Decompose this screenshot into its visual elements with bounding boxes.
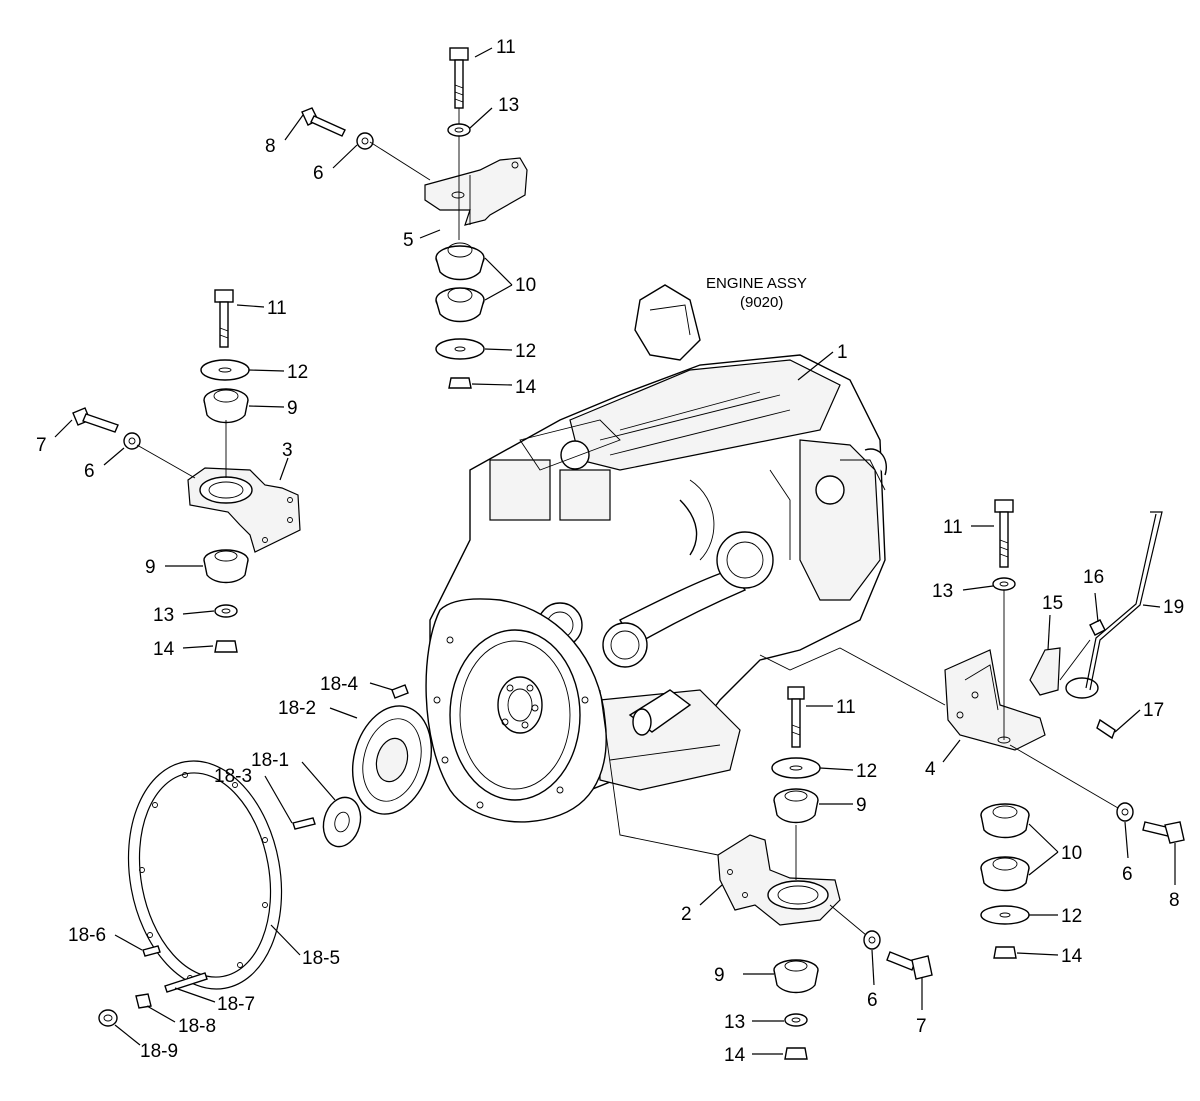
- callout-10: 10: [515, 275, 536, 296]
- callout-leaders: [54, 47, 1176, 1055]
- callout-9: 9: [714, 965, 725, 986]
- coupling-group: [98, 684, 433, 1027]
- callout-18-9: 18-9: [140, 1041, 178, 1062]
- callout-7: 7: [916, 1016, 927, 1037]
- callout-8: 8: [1169, 890, 1180, 911]
- callout-18-3: 18-3: [214, 766, 252, 787]
- callout-14: 14: [153, 639, 175, 660]
- callout-14: 14: [515, 377, 537, 398]
- callout-18-4: 18-4: [320, 674, 358, 695]
- callout-13: 13: [932, 581, 953, 602]
- callout-labels: 11 13 8 6 5 10 12 14 1 11 12 9 7 6 3 9 1…: [36, 37, 1184, 1066]
- callout-11: 11: [496, 37, 516, 58]
- callout-5: 5: [403, 230, 414, 251]
- callout-12: 12: [1061, 906, 1082, 927]
- callout-18-8: 18-8: [178, 1016, 216, 1037]
- callout-3: 3: [282, 440, 293, 461]
- callout-18-6: 18-6: [68, 925, 106, 946]
- engine-assy-title: ENGINE ASSY: [706, 275, 807, 292]
- callout-9: 9: [856, 795, 867, 816]
- engine-assembly: [425, 284, 887, 823]
- callout-8: 8: [265, 136, 276, 157]
- callout-11: 11: [836, 697, 856, 718]
- callout-18-5: 18-5: [302, 948, 340, 969]
- callout-13: 13: [498, 95, 519, 116]
- callout-7: 7: [36, 435, 47, 456]
- callout-6: 6: [84, 461, 95, 482]
- engine-assy-code: (9020): [740, 294, 783, 311]
- callout-9: 9: [145, 557, 156, 578]
- right-mount-group: [759, 499, 1185, 959]
- callout-6: 6: [867, 990, 878, 1011]
- callout-17: 17: [1143, 700, 1164, 721]
- callout-10: 10: [1061, 843, 1082, 864]
- callout-14: 14: [724, 1045, 746, 1066]
- callout-6: 6: [1122, 864, 1133, 885]
- callout-13: 13: [724, 1012, 745, 1033]
- callout-16: 16: [1083, 567, 1104, 588]
- left-mount-group: [72, 289, 301, 653]
- callout-1: 1: [837, 342, 848, 363]
- callout-12: 12: [287, 362, 308, 383]
- callout-18-1: 18-1: [251, 750, 289, 771]
- callout-14: 14: [1061, 946, 1083, 967]
- callout-12: 12: [856, 761, 877, 782]
- callout-18-2: 18-2: [278, 698, 316, 719]
- callout-11: 11: [943, 517, 963, 538]
- top-mount-group: [301, 47, 528, 389]
- callout-15: 15: [1042, 593, 1063, 614]
- callout-18-7: 18-7: [217, 994, 255, 1015]
- callout-4: 4: [925, 759, 936, 780]
- callout-9: 9: [287, 398, 298, 419]
- callout-13: 13: [153, 605, 174, 626]
- callout-2: 2: [681, 904, 692, 925]
- callout-19: 19: [1163, 597, 1184, 618]
- callout-11: 11: [267, 298, 287, 319]
- bottom-mount-group: [599, 686, 933, 1060]
- callout-6: 6: [313, 163, 324, 184]
- callout-12: 12: [515, 341, 536, 362]
